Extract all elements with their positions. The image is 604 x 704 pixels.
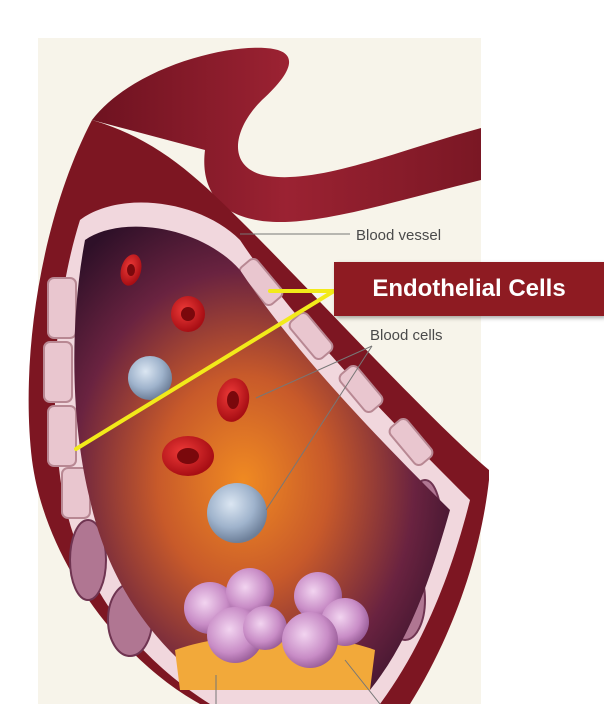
red-blood-cell — [171, 296, 205, 332]
endothelial-cells-banner: Endothelial Cells — [334, 262, 604, 316]
blood-cells-label: Blood cells — [370, 327, 443, 344]
white-blood-cell — [207, 483, 267, 543]
red-blood-cell — [162, 436, 214, 476]
blood-vessel-label: Blood vessel — [356, 227, 441, 244]
endothelial-cells-label: Endothelial Cells — [372, 275, 565, 303]
